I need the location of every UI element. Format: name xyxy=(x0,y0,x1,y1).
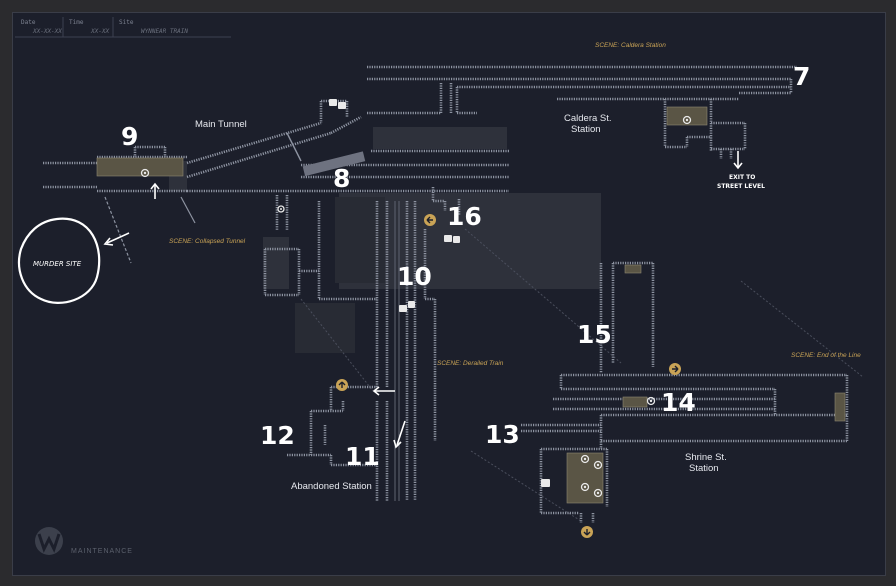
header-site-label: Site xyxy=(119,19,134,26)
murder-site-label: MURDER SITE xyxy=(33,260,82,268)
gear-icon xyxy=(277,205,285,213)
marker-15[interactable]: 15 xyxy=(577,320,612,349)
marker-8[interactable]: 8 xyxy=(333,164,350,193)
marker-13[interactable]: 13 xyxy=(485,420,520,449)
gear-icon xyxy=(140,168,150,178)
camera-icon xyxy=(444,235,460,243)
camera-icon xyxy=(329,99,346,109)
scene-end-label: SCENE: End of the Line xyxy=(791,352,861,359)
scene-derailed-label: SCENE: Derailed Train xyxy=(437,360,504,367)
header-strip: Date XX-XX-XX Time XX-XX Site WYNNEAR TR… xyxy=(15,17,231,38)
arrow-up-icon xyxy=(336,379,348,391)
exit-label-line1: EXIT TO xyxy=(729,174,755,181)
arrow-up-icon xyxy=(150,182,160,199)
white-arrows xyxy=(103,151,743,449)
scene-collapsed-label: SCENE: Collapsed Tunnel xyxy=(169,238,246,245)
central-corridor-walls xyxy=(263,187,461,501)
camera-icons xyxy=(329,99,550,487)
exit-label-line2: STREET LEVEL xyxy=(717,183,765,190)
header-date-label: Date xyxy=(21,19,36,26)
marker-12[interactable]: 12 xyxy=(260,421,295,450)
gear-icon xyxy=(580,454,590,464)
footer-brand: MAINTENANCE xyxy=(71,548,133,555)
map-canvas: Date XX-XX-XX Time XX-XX Site WYNNEAR TR… xyxy=(12,12,886,576)
gear-icon xyxy=(682,115,692,125)
gear-icons xyxy=(140,115,692,498)
header-site-value: WYNNEAR TRAIN xyxy=(141,28,188,35)
gear-icon xyxy=(646,396,656,406)
gear-icon xyxy=(593,488,603,498)
marker-9[interactable]: 9 xyxy=(121,122,138,151)
arrow-down-left-icon xyxy=(103,232,130,246)
shrine-station-walls xyxy=(521,261,849,523)
arrow-left-icon xyxy=(372,386,395,396)
header-time-label: Time xyxy=(69,19,84,26)
marker-10[interactable]: 10 xyxy=(397,262,432,291)
camera-icon xyxy=(541,479,550,487)
caldera-label-line2: Station xyxy=(571,124,601,135)
main-tunnel-label: Main Tunnel xyxy=(195,119,247,130)
marker-16[interactable]: 16 xyxy=(447,202,482,231)
gear-icon xyxy=(580,482,590,492)
murder-site: MURDER SITE xyxy=(17,217,101,304)
marker-7[interactable]: 7 xyxy=(793,62,810,91)
caldera-label-line1: Caldera St. xyxy=(564,113,612,124)
marker-14[interactable]: 14 xyxy=(661,388,696,417)
arrow-down-left-icon xyxy=(393,420,406,449)
arrow-down-icon xyxy=(581,526,593,538)
w-logo-icon xyxy=(35,527,63,555)
gear-icon xyxy=(593,460,603,470)
shrine-label-line2: Station xyxy=(689,463,719,474)
arrow-down-icon xyxy=(733,151,743,170)
main-tunnel-walls xyxy=(43,99,509,264)
scene-caldera-label: SCENE: Caldera Station xyxy=(595,42,666,49)
camera-icon xyxy=(399,301,415,312)
abandoned-station-label: Abandoned Station xyxy=(291,481,372,492)
caldera-station-walls xyxy=(367,65,797,159)
marker-11[interactable]: 11 xyxy=(345,442,380,471)
shaded-areas xyxy=(169,127,601,353)
direction-markers xyxy=(336,214,681,538)
guide-lines xyxy=(300,228,864,522)
map-svg: Date XX-XX-XX Time XX-XX Site WYNNEAR TR… xyxy=(15,17,864,555)
header-time-value: XX-XX xyxy=(90,28,109,35)
shrine-label-line1: Shrine St. xyxy=(685,452,727,463)
arrow-left-icon xyxy=(424,214,436,226)
arrow-right-icon xyxy=(669,363,681,375)
header-date-value: XX-XX-XX xyxy=(32,28,62,35)
